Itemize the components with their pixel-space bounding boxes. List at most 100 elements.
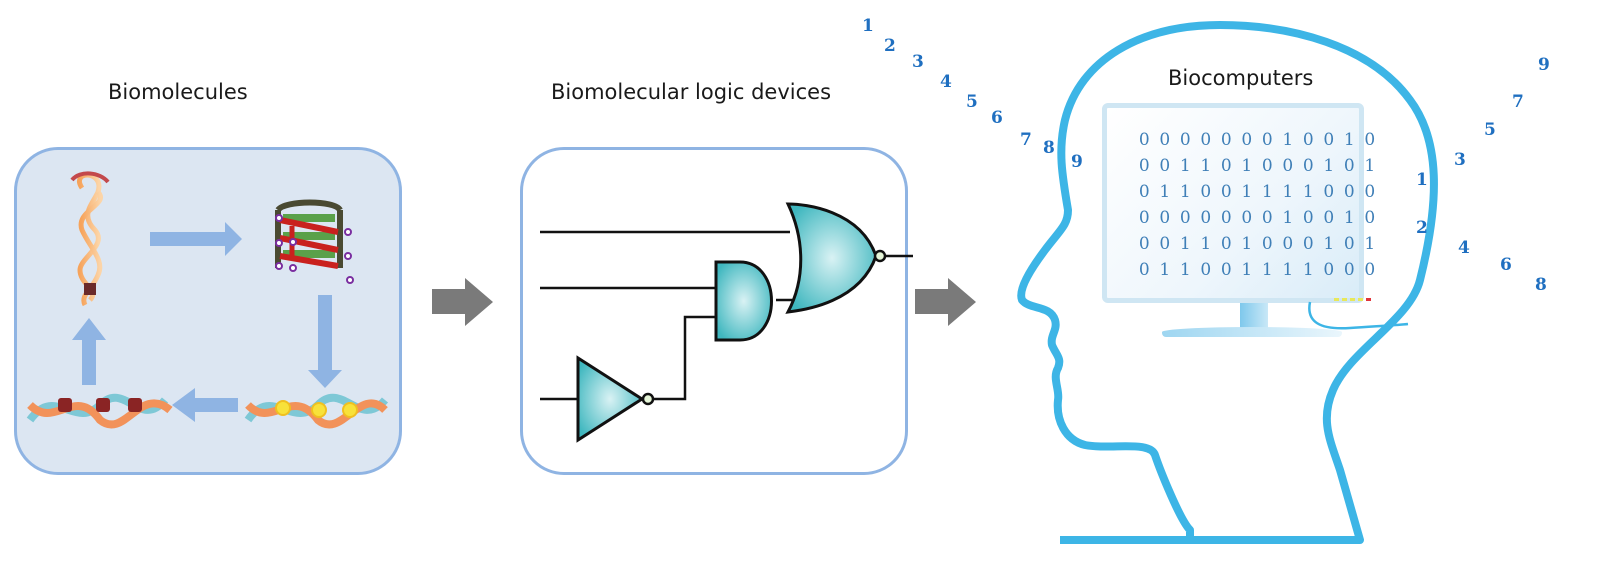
- binary-digit: 0: [1220, 208, 1232, 228]
- binary-digit: 0: [1282, 234, 1294, 254]
- floating-digit-right: 8: [1535, 275, 1547, 295]
- binary-digit: 1: [1179, 156, 1191, 176]
- floating-digit-right: 2: [1416, 218, 1428, 238]
- binary-digit: 1: [1159, 260, 1171, 280]
- binary-digit: 0: [1302, 130, 1314, 150]
- dna-duplex-base-pairs-icon: [26, 393, 173, 429]
- binary-digit: 1: [1179, 260, 1191, 280]
- binary-digit: 1: [1302, 182, 1314, 202]
- binary-digit: 0: [1302, 208, 1314, 228]
- binary-digit: 0: [1220, 156, 1232, 176]
- binary-digit: 1: [1343, 130, 1355, 150]
- binary-digit: 1: [1364, 234, 1376, 254]
- binary-digit: 0: [1364, 260, 1376, 280]
- floating-digit-left: 8: [1043, 138, 1055, 158]
- logic-circuit-diagram: [540, 202, 913, 443]
- binary-digit: 0: [1282, 156, 1294, 176]
- binary-digit: 1: [1179, 182, 1191, 202]
- biocomputers-title: Biocomputers: [1168, 66, 1314, 90]
- floating-digit-left: 2: [884, 36, 896, 56]
- binary-digit: 1: [1364, 156, 1376, 176]
- binary-digit: 0: [1323, 260, 1335, 280]
- binary-digit: 1: [1282, 130, 1294, 150]
- monitor-base: [1162, 327, 1342, 337]
- binary-digit: 0: [1220, 130, 1232, 150]
- floating-digit-left: 4: [940, 72, 952, 92]
- arrow-up-icon: [72, 318, 106, 385]
- binary-digit: 0: [1159, 208, 1171, 228]
- binary-digit: 0: [1261, 130, 1273, 150]
- floating-digit-right: 1: [1416, 170, 1428, 190]
- binary-digit: 1: [1241, 234, 1253, 254]
- binary-digit: 0: [1323, 182, 1335, 202]
- binary-digit: 0: [1323, 208, 1335, 228]
- binary-digit: 0: [1138, 130, 1150, 150]
- binary-digit: 1: [1343, 208, 1355, 228]
- floating-digit-right: 5: [1484, 120, 1496, 140]
- and-gate-icon: [714, 260, 773, 342]
- binary-digit: 0: [1323, 130, 1335, 150]
- dna-duplex-ligands-icon: [244, 393, 389, 429]
- binary-digit: 1: [1302, 260, 1314, 280]
- floating-digit-left: 7: [1020, 130, 1032, 150]
- ribozyme-icon: [70, 171, 110, 307]
- binary-digit: 1: [1241, 182, 1253, 202]
- binary-digit: 0: [1343, 260, 1355, 280]
- binary-digit: 0: [1220, 182, 1232, 202]
- monitor-screen: [1102, 103, 1364, 303]
- binary-digit: 1: [1159, 182, 1171, 202]
- binary-digit: 0: [1261, 234, 1273, 254]
- binary-digit: 0: [1138, 156, 1150, 176]
- floating-digit-right: 4: [1458, 238, 1470, 258]
- binary-digit: 0: [1138, 208, 1150, 228]
- arrow-right-icon: [150, 222, 242, 256]
- biomolecules-cycle-diagram: [26, 171, 389, 429]
- binary-digit: 0: [1200, 182, 1212, 202]
- binary-digit: 0: [1241, 130, 1253, 150]
- arrow-left-icon: [172, 388, 238, 422]
- binary-digit: 0: [1159, 234, 1171, 254]
- binary-digit: 0: [1302, 156, 1314, 176]
- floating-digit-right: 9: [1538, 55, 1550, 75]
- binary-digit: 0: [1261, 156, 1273, 176]
- floating-digit-left: 9: [1071, 152, 1083, 172]
- binary-digit: 1: [1323, 156, 1335, 176]
- arrow-stage2-to-stage3: [915, 278, 976, 326]
- arrow-stage1-to-stage2: [432, 278, 493, 326]
- binary-digit: 1: [1241, 156, 1253, 176]
- binary-digit: 0: [1200, 260, 1212, 280]
- head-outline-icon: [1017, 21, 1438, 544]
- monitor-status-leds: [1334, 298, 1371, 301]
- binary-digit: 0: [1343, 234, 1355, 254]
- binary-digit: 1: [1261, 260, 1273, 280]
- floating-digit-left: 3: [912, 52, 924, 72]
- binary-digit: 0: [1200, 130, 1212, 150]
- floating-digit-left: 5: [966, 92, 978, 112]
- floating-digit-left: 6: [991, 108, 1003, 128]
- logic-devices-title: Biomolecular logic devices: [551, 80, 832, 104]
- binary-digit: 1: [1200, 156, 1212, 176]
- binary-digit: 0: [1179, 130, 1191, 150]
- floating-digit-left: 1: [862, 16, 874, 36]
- binary-digit: 1: [1241, 260, 1253, 280]
- not-gate-icon: [576, 355, 645, 443]
- binary-digit: 1: [1323, 234, 1335, 254]
- binary-digit: 0: [1138, 260, 1150, 280]
- floating-digit-right: 7: [1512, 92, 1524, 112]
- binary-digit: 0: [1364, 130, 1376, 150]
- cycle-arrows: [72, 222, 342, 422]
- floating-digit-right: 6: [1500, 255, 1512, 275]
- binary-digit: 1: [1282, 208, 1294, 228]
- monitor-stand: [1240, 303, 1268, 329]
- binary-digit: 0: [1220, 260, 1232, 280]
- binary-digit: 0: [1302, 234, 1314, 254]
- floating-digit-right: 3: [1454, 150, 1466, 170]
- binary-digit: 0: [1159, 156, 1171, 176]
